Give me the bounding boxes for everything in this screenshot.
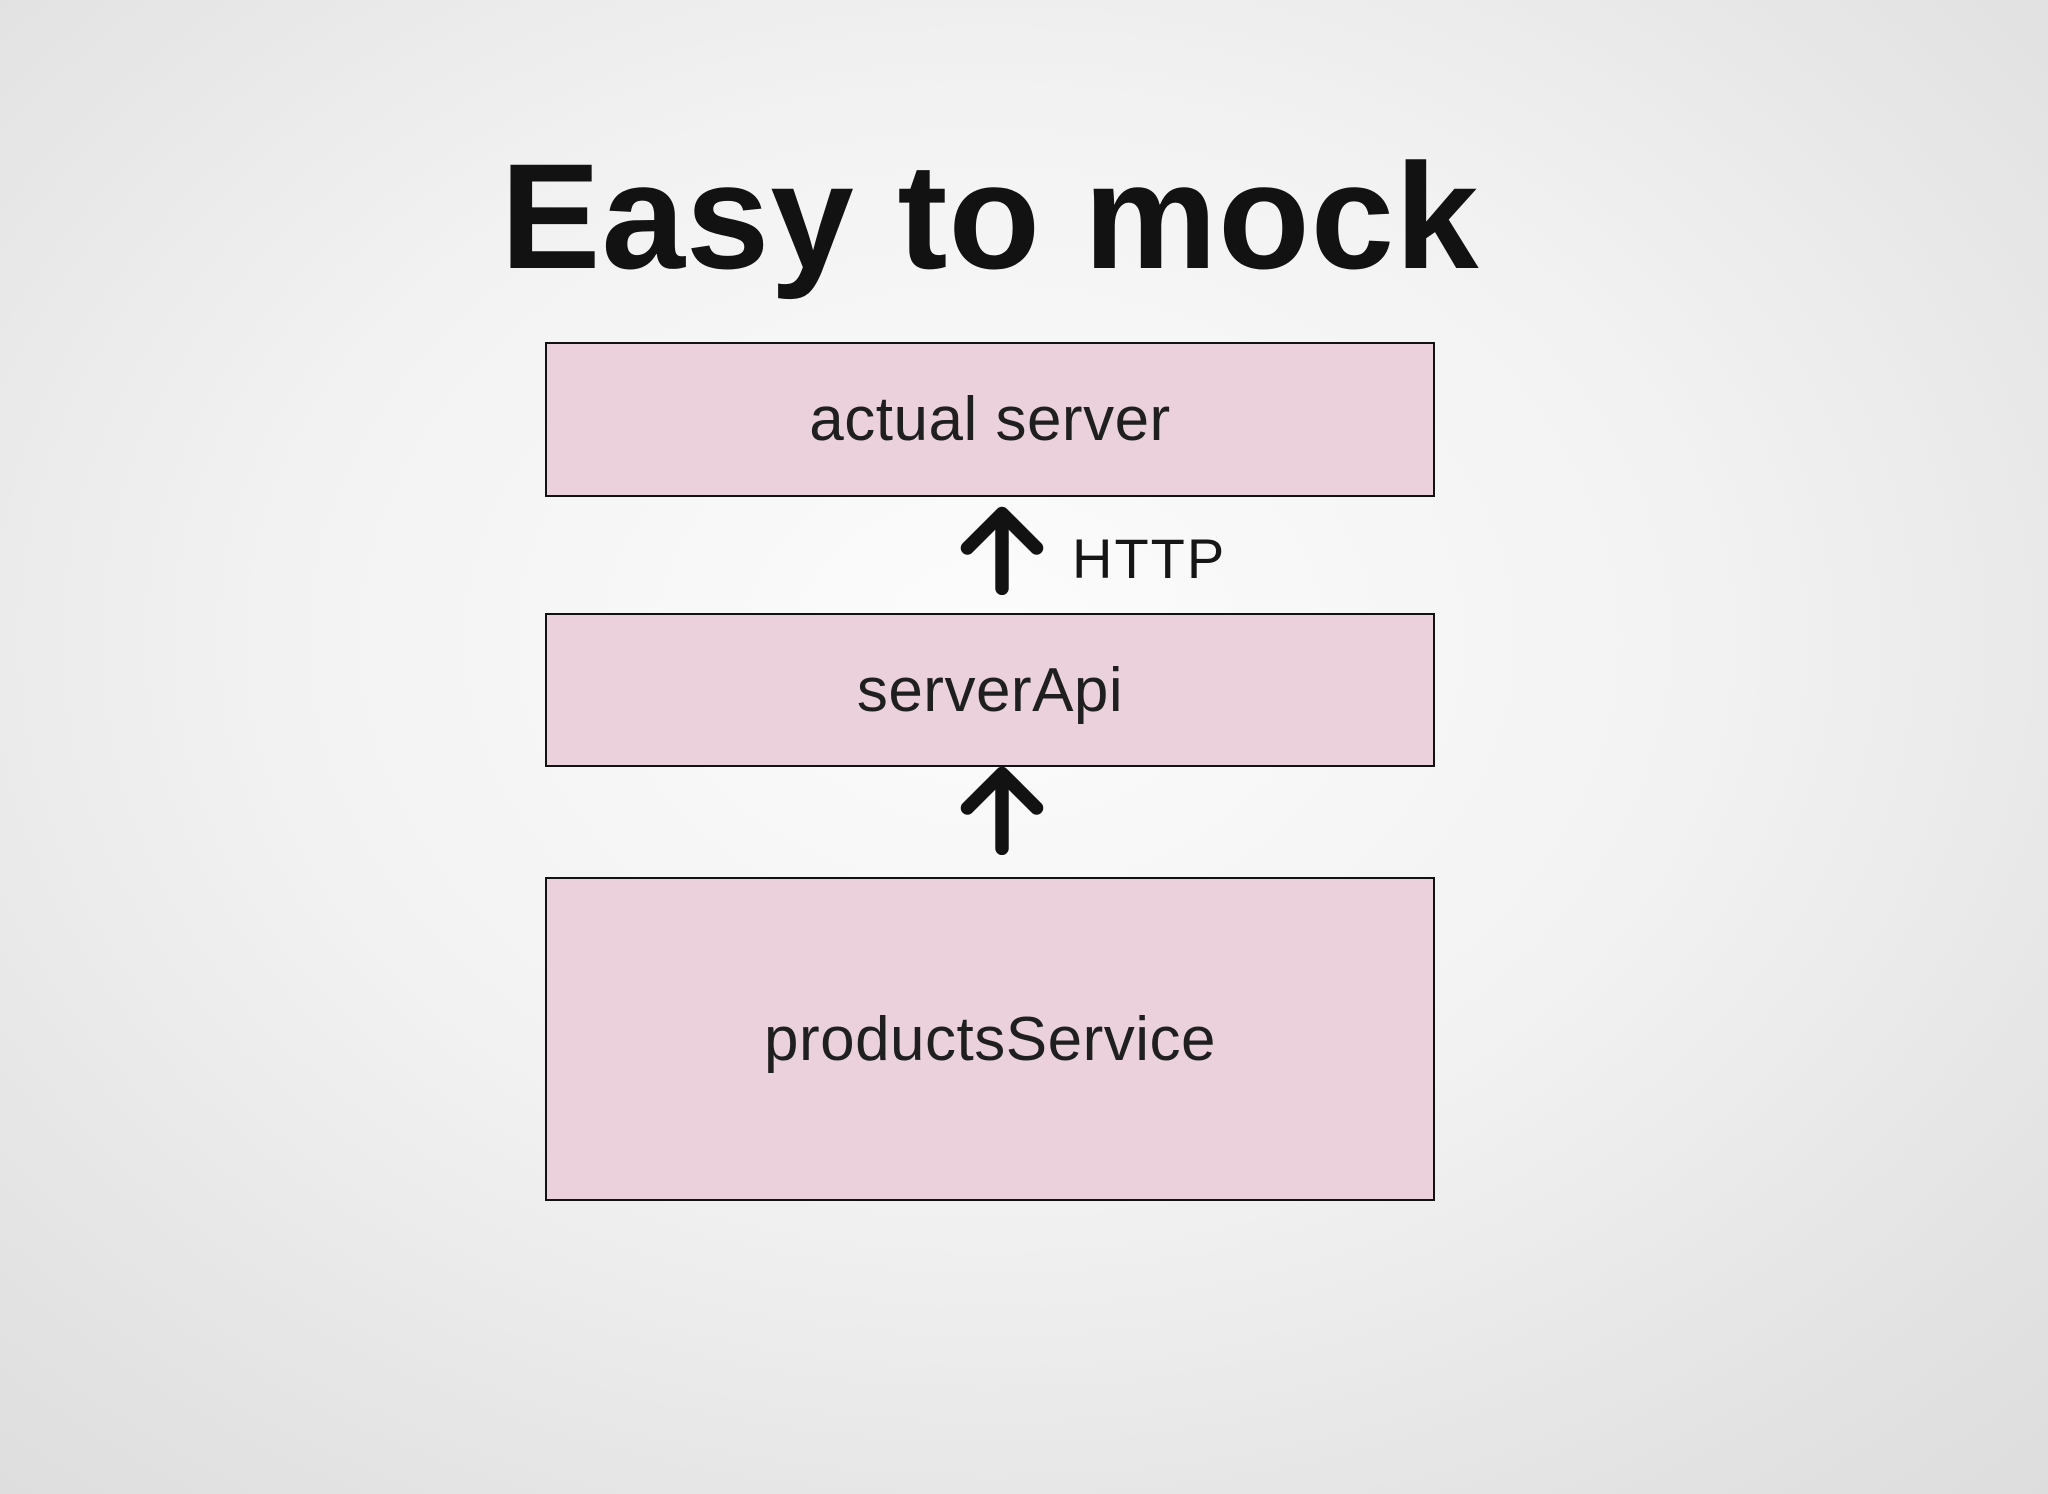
diagram-node-server-api: serverApi (545, 613, 1435, 767)
diagram-node-actual-server: actual server (545, 342, 1435, 497)
diagram-node-products-service: productsService (545, 877, 1435, 1201)
arrow-up-icon (960, 506, 1044, 596)
node-label-server-api: serverApi (856, 655, 1124, 725)
edge-label-http: HTTP (1072, 527, 1227, 590)
node-label-products-service: productsService (763, 1004, 1217, 1074)
diagram-edge-http: HTTP (954, 500, 1254, 600)
slide-title: Easy to mock (500, 132, 1480, 300)
diagram-edge-products-to-serverapi (954, 760, 1254, 860)
node-label-actual-server: actual server (809, 385, 1171, 454)
arrow-up-icon (960, 766, 1044, 856)
